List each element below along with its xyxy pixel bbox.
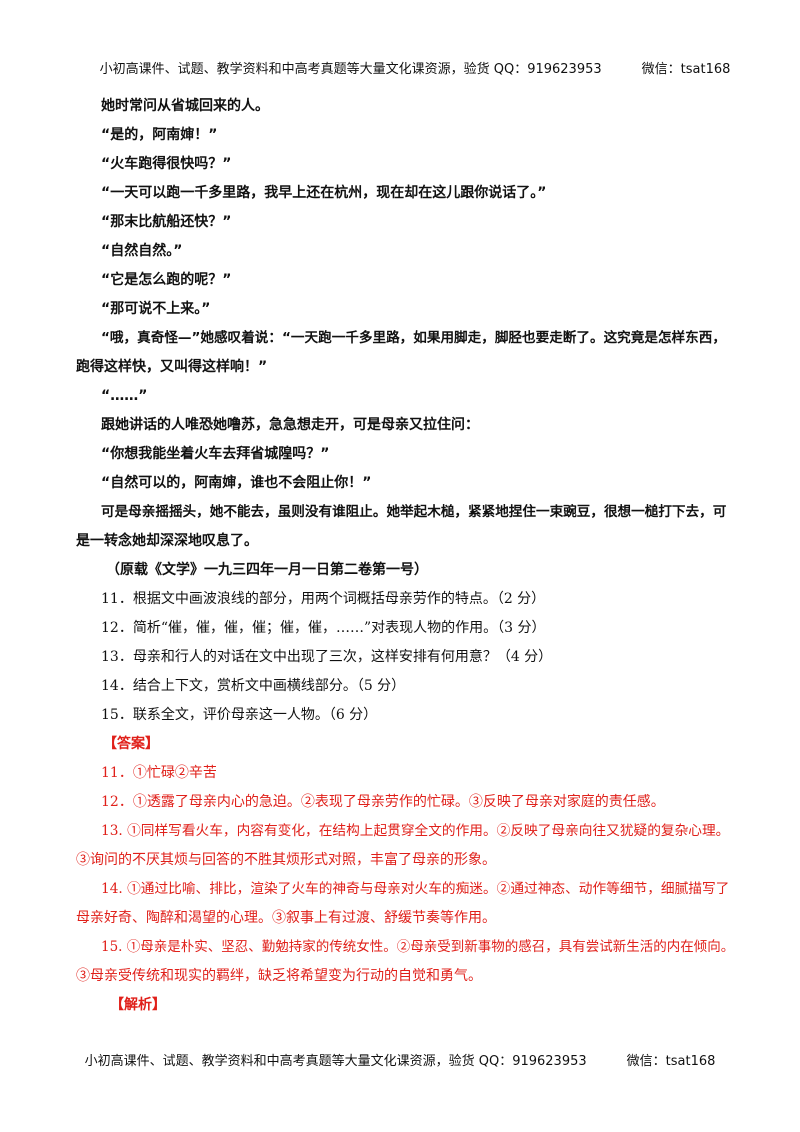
answer-14-cont: 母亲好奇、陶醉和渴望的心理。③叙事上有过渡、舒缓节奏等作用。 [76,910,496,926]
story-line: “自然可以的，阿南婶，谁也不会阻止你！” [101,475,372,491]
story-line: “你想我能坐着火车去拜省城隍吗？” [101,446,330,462]
story-line: “它是怎么跑的呢？” [101,272,232,288]
answer-15: 15. ①母亲是朴实、坚忍、勤勉持家的传统女性。②母亲受到新事物的感召，具有尝试… [101,939,735,955]
page-header: 小初高课件、试题、教学资料和中高考真题等大量文化课资源，验货 QQ：919623… [0,58,800,77]
story-line: “那可说不上来。” [101,301,211,317]
answer-13: 13. ①同样写看火车，内容有变化，在结构上起贯穿全文的作用。②反映了母亲向往又… [101,823,730,839]
story-line: 她时常问从省城回来的人。 [101,98,269,114]
footer-resource-text: 小初高课件、试题、教学资料和中高考真题等大量文化课资源，验货 QQ：919623… [84,1054,587,1069]
answer-12: 12．①透露了母亲内心的急迫。②表现了母亲劳作的忙碌。③反映了母亲对家庭的责任感… [101,794,665,810]
answer-15-cont: ③母亲受传统和现实的羁绊，缺乏将希望变为行动的自觉和勇气。 [76,968,482,984]
question-12: 12．简析“催，催，催，催；催，催，……”对表现人物的作用。（3 分） [101,620,546,636]
source-citation: （原载《文学》一九三四年一月一日第二卷第一号） [106,562,428,578]
footer-wechat-text: 微信：tsat168 [626,1054,716,1069]
story-line: “火车跑得很快吗？” [101,156,232,172]
answer-13-cont: ③询问的不厌其烦与回答的不胜其烦形式对照，丰富了母亲的形象。 [76,852,496,868]
answer-label: 【答案】 [103,736,159,752]
story-paragraph-sigh-cont: 跑得这样快，又叫得这样响！” [76,359,268,375]
story-paragraph-end: 可是母亲摇摇头，她不能去，虽则没有谁阻止。她举起木槌，紧紧地捏住一束豌豆，很想一… [101,504,727,520]
story-paragraph-sigh: “哦，真奇怪—”她感叹着说：“一天跑一千多里路，如果用脚走，脚胫也要走断了。这究… [101,330,726,346]
document-body: 她时常问从省城回来的人。 “是的，阿南婶！” “火车跑得很快吗？” “一天可以跑… [76,92,744,1020]
question-14: 14．结合上下文，赏析文中画横线部分。（5 分） [101,678,406,694]
story-line: “自然自然。” [101,243,183,259]
story-line: “是的，阿南婶！” [101,127,218,143]
answer-14: 14. ①通过比喻、排比，渲染了火车的神奇与母亲对火车的痴迷。②通过神态、动作等… [101,881,730,897]
header-resource-text: 小初高课件、试题、教学资料和中高考真题等大量文化课资源，验货 QQ：919623… [99,62,602,77]
page-footer: 小初高课件、试题、教学资料和中高考真题等大量文化课资源，验货 QQ：919623… [0,1050,800,1069]
story-line: “那末比航船还快？” [101,214,232,230]
story-line: 跟她讲话的人唯恐她噜苏，急急想走开，可是母亲又拉住问： [101,417,479,433]
story-paragraph-end-cont: 是一转念她却深深地叹息了。 [76,533,258,549]
question-13: 13．母亲和行人的对话在文中出现了三次，这样安排有何用意？（4 分） [101,649,553,665]
answer-11: 11．①忙碌②辛苦 [101,765,217,781]
story-line: “一天可以跑一千多里路，我早上还在杭州，现在却在这儿跟你说话了。” [101,185,547,201]
header-wechat-text: 微信：tsat168 [641,62,731,77]
question-15: 15．联系全文，评价母亲这一人物。（6 分） [101,707,378,723]
analysis-label: 【解析】 [110,997,166,1013]
question-11: 11．根据文中画波浪线的部分，用两个词概括母亲劳作的特点。（2 分） [101,591,546,607]
story-ellipsis: “……” [101,388,148,404]
